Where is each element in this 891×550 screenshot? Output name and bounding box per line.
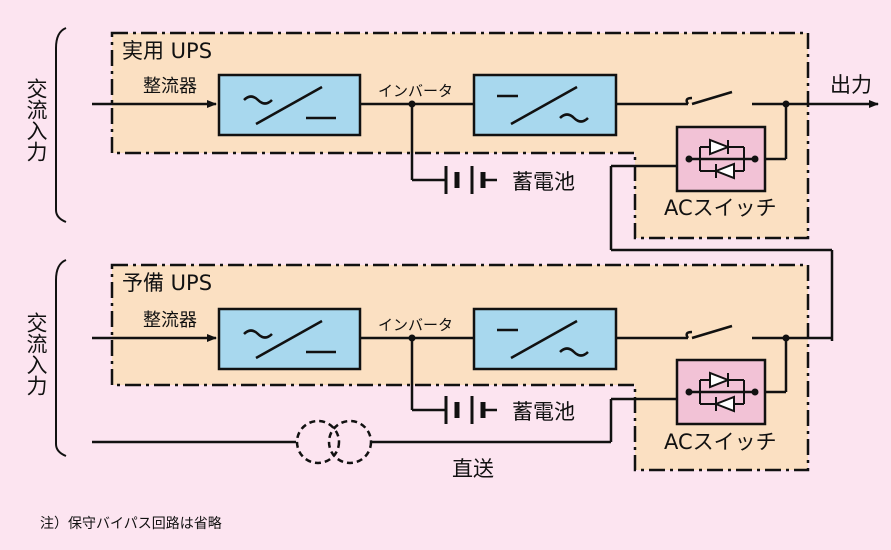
active-ups-title: 実用 UPS (122, 39, 212, 63)
active-inverter-label: インバータ (378, 82, 453, 100)
footnote: 注）保守バイパス回路は省略 (40, 516, 222, 532)
standby-battery-symbol (444, 396, 497, 424)
standby-battery-label: 蓄電池 (512, 400, 575, 424)
standby-inverter-block (472, 307, 618, 371)
direct-feed-label: 直送 (452, 457, 494, 481)
standby-ups-title: 予備 UPS (122, 271, 212, 295)
standby-output-contact (685, 324, 733, 340)
standby-input-label: 交流入力 (24, 312, 48, 396)
active-rectifier-label: 整流器 (143, 76, 197, 97)
active-output-contact (685, 90, 733, 106)
standby-rectifier-label: 整流器 (143, 310, 197, 331)
standby-input-brace (55, 259, 67, 457)
active-rectifier-block (217, 73, 362, 137)
standby-ac-switch (675, 358, 767, 426)
active-battery-label: 蓄電池 (512, 170, 575, 194)
active-ac-switch (675, 125, 767, 193)
standby-ac-switch-label: ACスイッチ (664, 430, 777, 454)
active-battery-symbol (444, 166, 497, 194)
active-ac-switch-label: ACスイッチ (664, 196, 777, 220)
active-ups: 実用 UPS 整流器 インバータ (24, 27, 879, 341)
output-label: 出力 (830, 73, 872, 97)
active-input-brace (55, 27, 67, 223)
standby-ups: 予備 UPS 整流器 インバータ 蓄電池 (24, 259, 832, 481)
direct-transformer-symbol (295, 419, 373, 465)
standby-inverter-label: インバータ (378, 316, 453, 334)
standby-rectifier-block (217, 307, 362, 371)
active-input-label: 交流入力 (24, 78, 48, 162)
active-inverter-block (472, 73, 618, 137)
